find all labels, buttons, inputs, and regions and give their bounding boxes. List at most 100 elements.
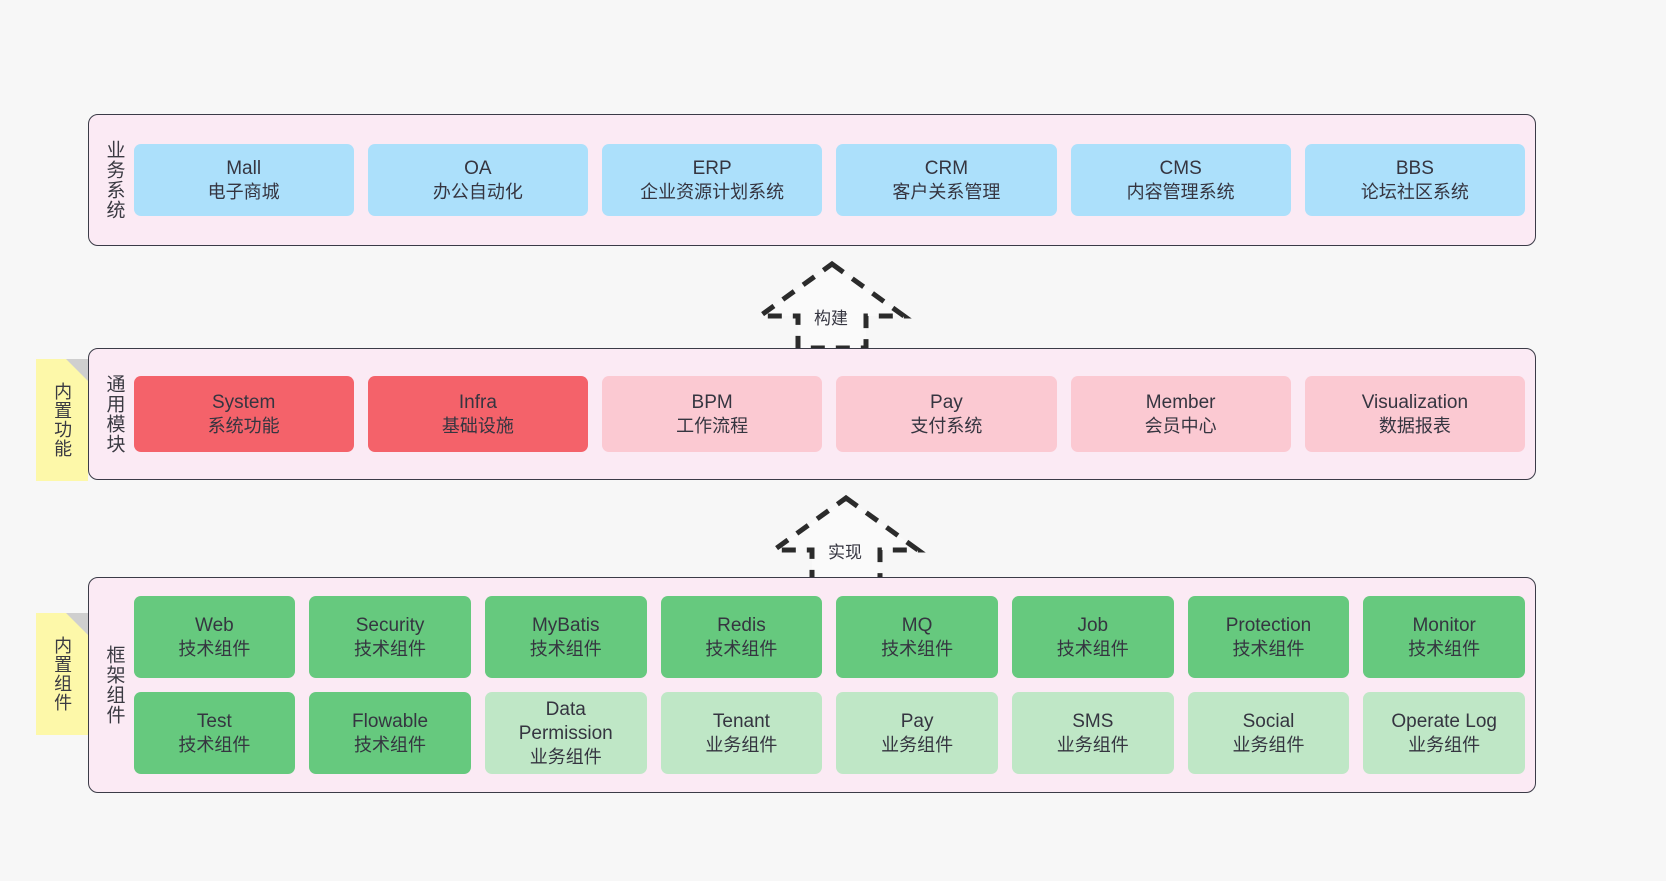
arrow-build: 构建 bbox=[752, 258, 912, 351]
card-subtitle: 支付系统 bbox=[910, 415, 983, 436]
card-subtitle: 基础设施 bbox=[441, 415, 514, 436]
framework-component-label: 框架组件 bbox=[103, 645, 125, 725]
common-module-band: 通用模块 System 系统功能 Infra 基础设施 BPM 工作流程 Pay… bbox=[88, 348, 1536, 480]
framework-row-tech: Web 技术组件 Security 技术组件 MyBatis 技术组件 Redi… bbox=[133, 596, 1526, 678]
framework-card-web[interactable]: Web 技术组件 bbox=[133, 596, 296, 678]
card-title: Operate Log bbox=[1391, 710, 1497, 732]
card-subtitle: 会员中心 bbox=[1144, 415, 1217, 436]
framework-card-tenant[interactable]: Tenant 业务组件 bbox=[660, 692, 823, 774]
card-title: BBS bbox=[1395, 157, 1434, 179]
fold-corner-icon bbox=[66, 359, 88, 381]
card-title: System bbox=[211, 391, 276, 413]
common-module-cards: System 系统功能 Infra 基础设施 BPM 工作流程 Pay 支付系统… bbox=[130, 349, 1535, 479]
business-card-crm[interactable]: CRM 客户关系管理 bbox=[836, 144, 1057, 216]
business-card-erp[interactable]: ERP 企业资源计划系统 bbox=[602, 144, 823, 216]
framework-card-data-permission[interactable]: Data Permission 业务组件 bbox=[484, 692, 647, 774]
card-subtitle: 技术组件 bbox=[705, 638, 778, 659]
card-subtitle: 内容管理系统 bbox=[1126, 181, 1235, 202]
framework-card-social[interactable]: Social 业务组件 bbox=[1187, 692, 1350, 774]
card-title: Job bbox=[1077, 614, 1109, 636]
business-system-band: 业务系统 Mall 电子商城 OA 办公自动化 ERP 企业资源计划系统 CRM… bbox=[88, 114, 1536, 246]
module-card-pay[interactable]: Pay 支付系统 bbox=[836, 376, 1057, 452]
card-subtitle: 业务组件 bbox=[1408, 734, 1481, 755]
common-module-row: System 系统功能 Infra 基础设施 BPM 工作流程 Pay 支付系统… bbox=[133, 376, 1526, 452]
card-subtitle: 工作流程 bbox=[676, 415, 749, 436]
card-title: BPM bbox=[691, 391, 733, 413]
card-subtitle: 业务组件 bbox=[705, 734, 778, 755]
framework-component-cards: Web 技术组件 Security 技术组件 MyBatis 技术组件 Redi… bbox=[130, 578, 1535, 792]
card-subtitle: 业务组件 bbox=[529, 746, 602, 767]
card-title: Member bbox=[1145, 391, 1216, 413]
framework-card-operate-log[interactable]: Operate Log 业务组件 bbox=[1363, 692, 1526, 774]
framework-card-test[interactable]: Test 技术组件 bbox=[133, 692, 296, 774]
module-card-member[interactable]: Member 会员中心 bbox=[1070, 376, 1291, 452]
card-subtitle: 业务组件 bbox=[881, 734, 954, 755]
framework-card-redis[interactable]: Redis 技术组件 bbox=[660, 596, 823, 678]
arrow-implement: 实现 bbox=[766, 492, 926, 585]
card-title: Protection bbox=[1225, 614, 1312, 636]
common-module-label: 通用模块 bbox=[103, 374, 125, 454]
hollow-dashed-up-arrow-icon bbox=[766, 494, 926, 585]
card-subtitle: 技术组件 bbox=[881, 638, 954, 659]
card-title: CMS bbox=[1159, 157, 1202, 179]
business-system-row: Mall 电子商城 OA 办公自动化 ERP 企业资源计划系统 CRM 客户关系… bbox=[133, 144, 1526, 216]
card-title: Redis bbox=[717, 614, 766, 636]
sticky-note-builtin-features: 内置功能 bbox=[36, 359, 88, 481]
card-subtitle: 论坛社区系统 bbox=[1360, 181, 1469, 202]
card-subtitle: 业务组件 bbox=[1232, 734, 1305, 755]
card-subtitle: 技术组件 bbox=[354, 734, 427, 755]
module-card-visualization[interactable]: Visualization 数据报表 bbox=[1304, 376, 1526, 452]
business-card-mall[interactable]: Mall 电子商城 bbox=[133, 144, 354, 216]
card-title: Tenant bbox=[712, 710, 770, 732]
business-system-cards: Mall 电子商城 OA 办公自动化 ERP 企业资源计划系统 CRM 客户关系… bbox=[130, 115, 1535, 245]
sticky-note-text: 内置组件 bbox=[52, 636, 73, 712]
card-title: Visualization bbox=[1361, 391, 1469, 413]
card-title: MyBatis bbox=[531, 614, 600, 636]
card-title: CRM bbox=[924, 157, 969, 179]
card-title: MQ bbox=[901, 614, 933, 636]
card-title: Infra bbox=[458, 391, 497, 413]
module-card-bpm[interactable]: BPM 工作流程 bbox=[602, 376, 823, 452]
framework-card-flowable[interactable]: Flowable 技术组件 bbox=[309, 692, 471, 774]
card-title: SMS bbox=[1072, 710, 1114, 732]
framework-row-biz: Test 技术组件 Flowable 技术组件 Data Permission … bbox=[133, 692, 1526, 774]
card-title: OA bbox=[464, 157, 492, 179]
module-card-infra[interactable]: Infra 基础设施 bbox=[367, 376, 589, 452]
module-card-system[interactable]: System 系统功能 bbox=[133, 376, 354, 452]
card-subtitle: 技术组件 bbox=[354, 638, 427, 659]
fold-corner-icon bbox=[66, 613, 88, 635]
card-subtitle: 电子商城 bbox=[207, 181, 280, 202]
card-subtitle: 技术组件 bbox=[1408, 638, 1481, 659]
card-subtitle: 技术组件 bbox=[1232, 638, 1305, 659]
framework-card-sms[interactable]: SMS 业务组件 bbox=[1011, 692, 1174, 774]
framework-card-protection[interactable]: Protection 技术组件 bbox=[1187, 596, 1350, 678]
framework-card-job[interactable]: Job 技术组件 bbox=[1011, 596, 1174, 678]
framework-card-monitor[interactable]: Monitor 技术组件 bbox=[1363, 596, 1526, 678]
card-title: Flowable bbox=[352, 710, 429, 732]
framework-card-mq[interactable]: MQ 技术组件 bbox=[836, 596, 998, 678]
card-title: Test bbox=[196, 710, 232, 732]
card-title: ERP bbox=[692, 157, 732, 179]
card-subtitle: 技术组件 bbox=[178, 638, 251, 659]
card-title: Web bbox=[194, 614, 234, 636]
arrow-build-label: 构建 bbox=[814, 309, 848, 328]
framework-card-pay[interactable]: Pay 业务组件 bbox=[836, 692, 998, 774]
business-card-cms[interactable]: CMS 内容管理系统 bbox=[1070, 144, 1291, 216]
hollow-dashed-up-arrow-icon bbox=[752, 260, 912, 351]
arrow-implement-label: 实现 bbox=[828, 543, 862, 562]
card-subtitle: 技术组件 bbox=[1056, 638, 1129, 659]
framework-card-security[interactable]: Security 技术组件 bbox=[309, 596, 471, 678]
card-title: Mall bbox=[226, 157, 262, 179]
card-subtitle: 业务组件 bbox=[1056, 734, 1129, 755]
business-card-bbs[interactable]: BBS 论坛社区系统 bbox=[1304, 144, 1526, 216]
card-title: Data Permission bbox=[518, 698, 613, 744]
business-system-label: 业务系统 bbox=[103, 140, 125, 220]
framework-card-mybatis[interactable]: MyBatis 技术组件 bbox=[484, 596, 647, 678]
business-card-oa[interactable]: OA 办公自动化 bbox=[367, 144, 589, 216]
card-subtitle: 技术组件 bbox=[529, 638, 602, 659]
card-title: Social bbox=[1242, 710, 1295, 732]
framework-component-band: 框架组件 Web 技术组件 Security 技术组件 MyBatis 技术组件… bbox=[88, 577, 1536, 793]
card-subtitle: 客户关系管理 bbox=[892, 181, 1001, 202]
card-subtitle: 数据报表 bbox=[1378, 415, 1451, 436]
